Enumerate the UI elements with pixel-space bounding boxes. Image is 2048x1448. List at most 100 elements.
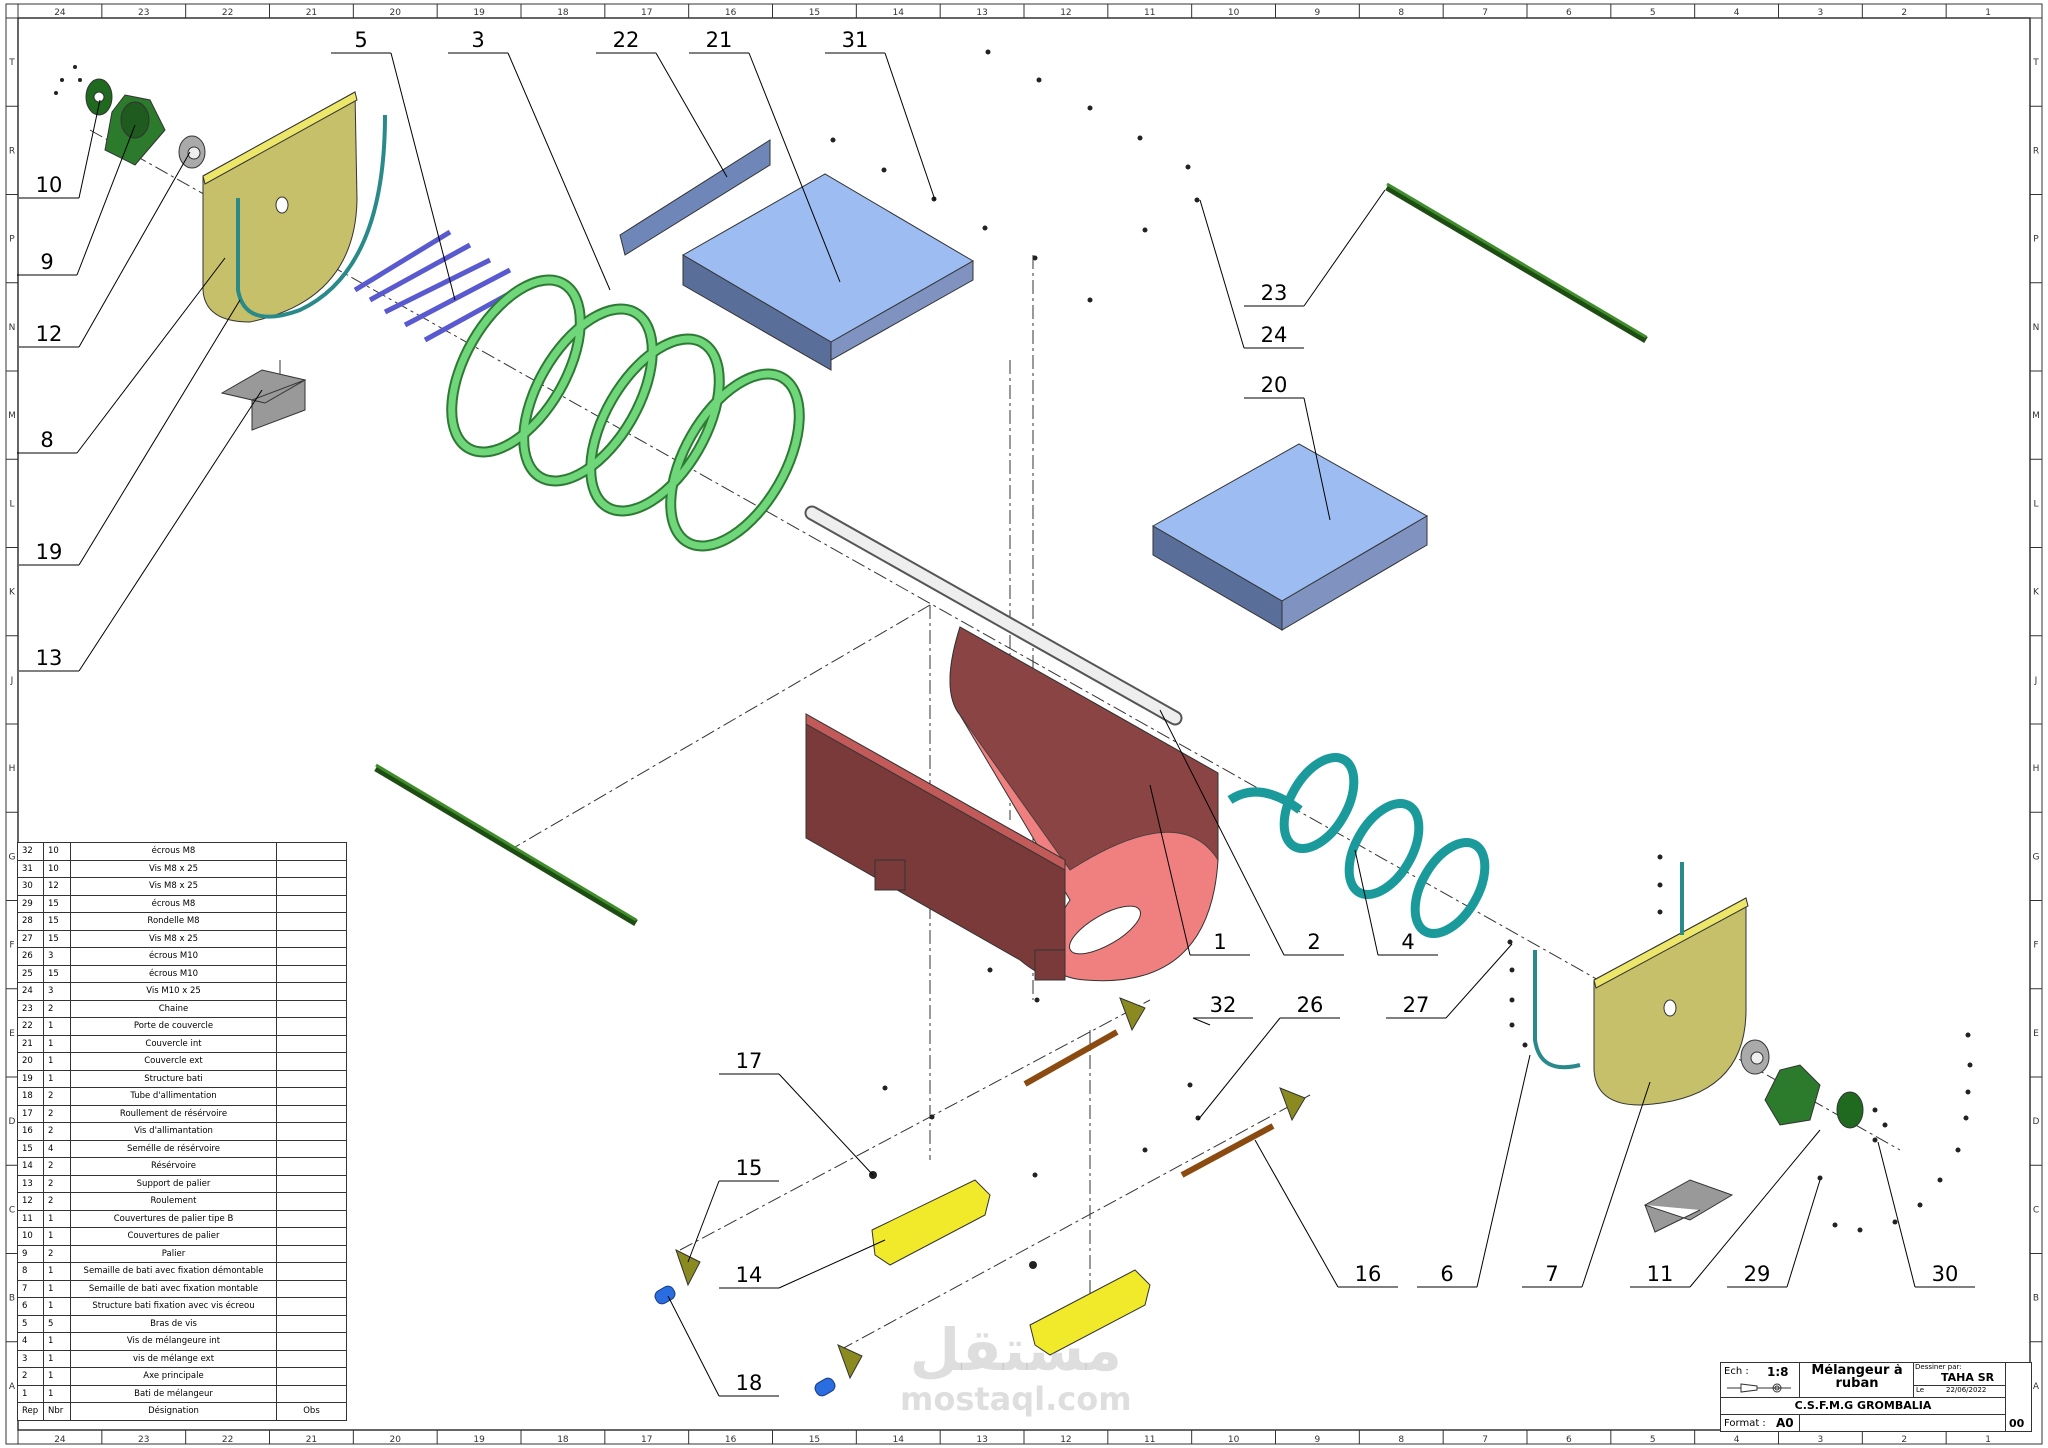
- leader-line: [778, 1073, 874, 1176]
- cell-nbr: 1: [43, 1052, 71, 1071]
- balloon-number: 10: [36, 173, 63, 197]
- balloon-29: 29: [1727, 1179, 1821, 1288]
- grid-row-label: H: [9, 764, 16, 774]
- grid-column-label: 19: [473, 8, 485, 18]
- cell-designation: Chaine: [70, 999, 277, 1018]
- grid-column-label: 21: [306, 8, 317, 18]
- grid-column-label: 21: [306, 1435, 317, 1445]
- balloon-32: 32: [1192, 993, 1253, 1026]
- cell-designation: Semaille de bati avec fixation montable: [70, 1279, 277, 1298]
- balloon-30: 30: [1877, 1141, 1975, 1288]
- balloon-6: 6: [1417, 1054, 1531, 1288]
- grid-column-label: 7: [1482, 8, 1488, 18]
- grid-column-label: 7: [1482, 1435, 1488, 1445]
- cell-obs: [276, 1104, 347, 1123]
- cell-obs: [276, 964, 347, 983]
- leader-line: [687, 1180, 720, 1263]
- grid-column-label: 10: [1228, 8, 1240, 18]
- grid-column-label: 17: [641, 1435, 652, 1445]
- cell-rep: 9: [17, 1244, 44, 1263]
- cell-rep: 27: [17, 929, 44, 948]
- grid-column-label: 13: [976, 8, 987, 18]
- cell-rep: 20: [17, 1052, 44, 1071]
- cell-rep: 10: [17, 1227, 44, 1246]
- balloon-number: 30: [1932, 1262, 1959, 1286]
- cell-designation: Couvercle ext: [70, 1052, 277, 1071]
- balloon-5: 5: [331, 28, 456, 301]
- grid-column-label: 5: [1650, 1435, 1656, 1445]
- cell-obs: [276, 1279, 347, 1298]
- grid-column-label: 14: [893, 1435, 905, 1445]
- cell-nbr: 10: [43, 842, 71, 861]
- cell-designation: Résérvoire: [70, 1157, 277, 1176]
- balloon-12: 12: [19, 151, 191, 348]
- cell-designation: Vis M10 x 25: [70, 982, 277, 1001]
- cell-obs: [276, 982, 347, 1001]
- grid-column-label: 16: [725, 8, 737, 18]
- balloon-26: 26: [1197, 993, 1340, 1121]
- part-19-frame-left: [236, 114, 387, 319]
- cell-rep: 13: [17, 1174, 44, 1193]
- grid-row-label: K: [9, 588, 16, 598]
- cell-rep: 14: [17, 1157, 44, 1176]
- format-label: Format :: [1724, 1418, 1766, 1429]
- cell-rep: 2: [17, 1367, 44, 1386]
- watermark: مستقل mostaql.com: [900, 1320, 1132, 1418]
- balloon-21: 21: [689, 28, 841, 283]
- cell-rep: 15: [17, 1139, 44, 1158]
- cell-rep: 31: [17, 859, 44, 878]
- grid-column-label: 11: [1144, 1435, 1155, 1445]
- balloon-17: 17: [719, 1049, 874, 1176]
- grid-column-label: 3: [1818, 8, 1824, 18]
- leader-line: [1303, 189, 1386, 307]
- cell-obs: [276, 1017, 347, 1036]
- grid-column-label: 5: [1650, 8, 1656, 18]
- grid-column-label: 20: [390, 1435, 402, 1445]
- grid-column-label: 24: [54, 8, 66, 18]
- grid-column-label: 17: [641, 8, 652, 18]
- cell-obs: [276, 1157, 347, 1176]
- grid-column-label: 9: [1315, 8, 1321, 18]
- sheet-number: 00: [2009, 1417, 2025, 1430]
- grid-row-label: A: [9, 1382, 16, 1392]
- part-1-mixer-trough: [805, 626, 1219, 982]
- cell-designation: Tube d'allimentation: [70, 1087, 277, 1106]
- balloon-number: 9: [40, 250, 53, 274]
- leader-line: [1476, 1054, 1531, 1288]
- grid-row-label: N: [9, 323, 16, 333]
- cell-rep: 17: [17, 1104, 44, 1123]
- cell-designation: écrous M10: [70, 964, 277, 983]
- fasteners: [54, 49, 1973, 1233]
- cell-obs: [276, 1227, 347, 1246]
- balloon-4: 4: [1354, 849, 1438, 956]
- balloon-11: 11: [1630, 1129, 1821, 1288]
- grid-column-label: 10: [1228, 1435, 1240, 1445]
- leader-line: [1149, 784, 1191, 956]
- cell-designation: Vis de mélangeure int: [70, 1332, 277, 1351]
- balloon-18: 18: [667, 1295, 779, 1397]
- grid-column-label: 12: [1060, 1435, 1071, 1445]
- balloon-number: 22: [613, 28, 640, 52]
- cell-designation: Axe principale: [70, 1367, 277, 1386]
- grid-column-label: 6: [1566, 1435, 1572, 1445]
- cell-nbr: 1: [43, 1279, 71, 1298]
- scale-label: Ech :: [1724, 1366, 1749, 1377]
- cell-rep: 6: [17, 1297, 44, 1316]
- drawn-by: TAHA SR: [1941, 1371, 1995, 1384]
- grid-column-label: 13: [976, 1435, 987, 1445]
- chain-highlight: [375, 182, 1647, 922]
- cell-nbr: 5: [43, 1314, 71, 1333]
- cell-rep: 8: [17, 1262, 44, 1281]
- cell-designation: Vis d'allimantation: [70, 1122, 277, 1141]
- balloon-number: 8: [40, 428, 53, 452]
- cell-designation: Support de palier: [70, 1174, 277, 1193]
- cell-nbr: 3: [43, 982, 71, 1001]
- cell-obs: [276, 1349, 347, 1368]
- cell-rep: 26: [17, 947, 44, 966]
